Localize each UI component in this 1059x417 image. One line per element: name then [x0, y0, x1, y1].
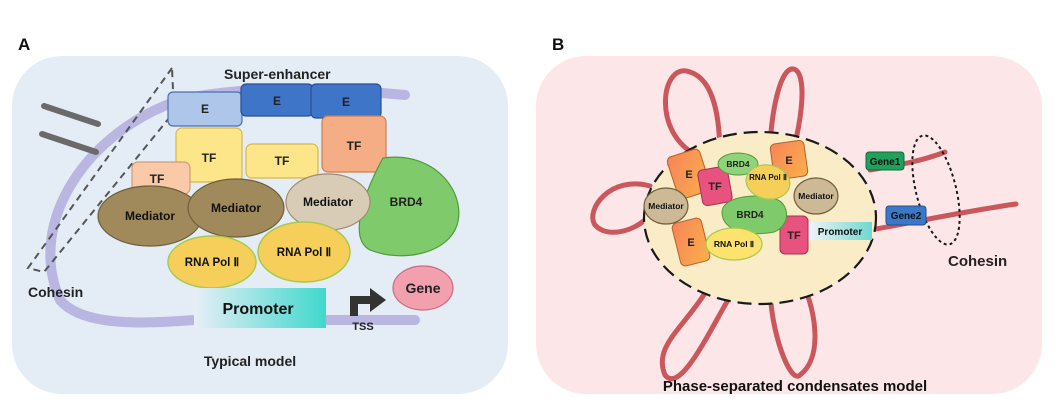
mediator-ellipse-1: Mediator [97, 185, 203, 247]
promoter-label: Promoter [818, 227, 863, 238]
enhancer-label: E [342, 95, 350, 109]
cohesin-rod-1 [41, 103, 101, 127]
enhancer-label: E [687, 237, 694, 249]
promoter-box-b: Promoter [808, 222, 872, 240]
super-enhancer-label: Super-enhancer [224, 66, 331, 82]
tf-label: TF [787, 230, 801, 242]
brd4-shape-a: BRD4 [358, 156, 460, 257]
rnapol-ellipse-1: RNA Pol Ⅱ [167, 235, 257, 289]
tf-label: TF [708, 181, 722, 193]
gene-ellipse-a: Gene [392, 265, 454, 311]
rnapol-label: RNA Pol Ⅱ [277, 246, 331, 259]
promoter-box-a: Promoter [194, 288, 326, 328]
gene2-label: Gene2 [891, 211, 922, 222]
enhancer-label: E [201, 102, 209, 116]
mediator-ellipse-b1: Mediator [643, 187, 689, 225]
brd4-shape-b1: BRD4 [717, 152, 759, 176]
panel-b-caption: Phase-separated condensates model [663, 378, 927, 395]
chromatin-strand-lower [55, 295, 420, 328]
mediator-label: Mediator [648, 201, 684, 211]
cohesin-label-a: Cohesin [28, 284, 83, 300]
panel-a: A Cohesin Super-enhancer E E E TF [12, 35, 508, 394]
brd4-label: BRD4 [390, 195, 423, 209]
panel-a-caption: Typical model [204, 353, 296, 369]
mediator-label: Mediator [303, 195, 353, 209]
tf-label: TF [202, 151, 217, 165]
chromatin-loop-left [590, 181, 655, 235]
rnapol-label: RNA Pol Ⅱ [185, 256, 239, 269]
enhancer-box-2: E [240, 83, 314, 117]
tf-label: TF [275, 154, 290, 168]
rnapol-ellipse-b1: RNA Pol Ⅱ [745, 164, 791, 200]
gene-label: Gene [405, 280, 440, 296]
cohesin-rod-2 [39, 131, 99, 155]
enhancer-label: E [785, 155, 792, 167]
chromatin-loop-bottom-right [767, 273, 818, 379]
panel-b: B Cohesin Gene1 Gene2 Promot [536, 35, 1042, 395]
panel-a-letter: A [18, 35, 30, 54]
gene1-label: Gene1 [870, 157, 901, 168]
panel-b-letter: B [552, 35, 564, 54]
promoter-label: Promoter [222, 301, 293, 318]
tss-arrow: TSS [350, 288, 386, 333]
tf-label: TF [347, 139, 362, 153]
chromatin-loop-bottom-left [659, 259, 731, 381]
gene1-box: Gene1 [865, 151, 905, 171]
tf-box-4: TF [321, 115, 387, 173]
mediator-label: Mediator [211, 201, 261, 215]
chromatin-loop-top-right [767, 66, 805, 163]
rnapol-label: RNA Pol Ⅱ [749, 173, 787, 182]
tf-label: TF [150, 172, 165, 186]
rnapol-ellipse-b2: RNA Pol Ⅱ [705, 227, 763, 261]
tf-box-1: TF [175, 127, 243, 183]
tss-label: TSS [352, 321, 373, 333]
cohesin-label-b: Cohesin [948, 253, 1007, 270]
enhancer-label: E [273, 94, 281, 108]
tf-box-b2: TF [779, 215, 809, 255]
chromatin-loop-top-left [663, 68, 723, 161]
mediator-ellipse-3: Mediator [285, 173, 371, 231]
chromatin-loops-b [590, 66, 1019, 381]
enhancer-box-b3: E [671, 217, 711, 267]
cohesin-ring-b [911, 134, 961, 246]
enhancer-box-1: E [167, 91, 243, 127]
rnapol-ellipse-2: RNA Pol Ⅱ [257, 221, 351, 283]
rnapol-label: RNA Pol Ⅱ [714, 239, 754, 249]
mediator-label: Mediator [798, 191, 834, 201]
gene2-box: Gene2 [885, 205, 927, 226]
chromatin-strand-gene2 [867, 201, 1019, 233]
tf-box-b1: TF [697, 165, 733, 207]
tf-box-3: TF [245, 143, 319, 179]
mediator-label: Mediator [125, 209, 175, 223]
enhancer-box-3: E [310, 83, 382, 119]
mediator-ellipse-2: Mediator [187, 178, 285, 238]
brd4-label: BRD4 [726, 159, 749, 169]
brd4-label: BRD4 [736, 210, 764, 221]
enhancer-label: E [685, 169, 692, 181]
mediator-ellipse-b2: Mediator [793, 177, 839, 215]
